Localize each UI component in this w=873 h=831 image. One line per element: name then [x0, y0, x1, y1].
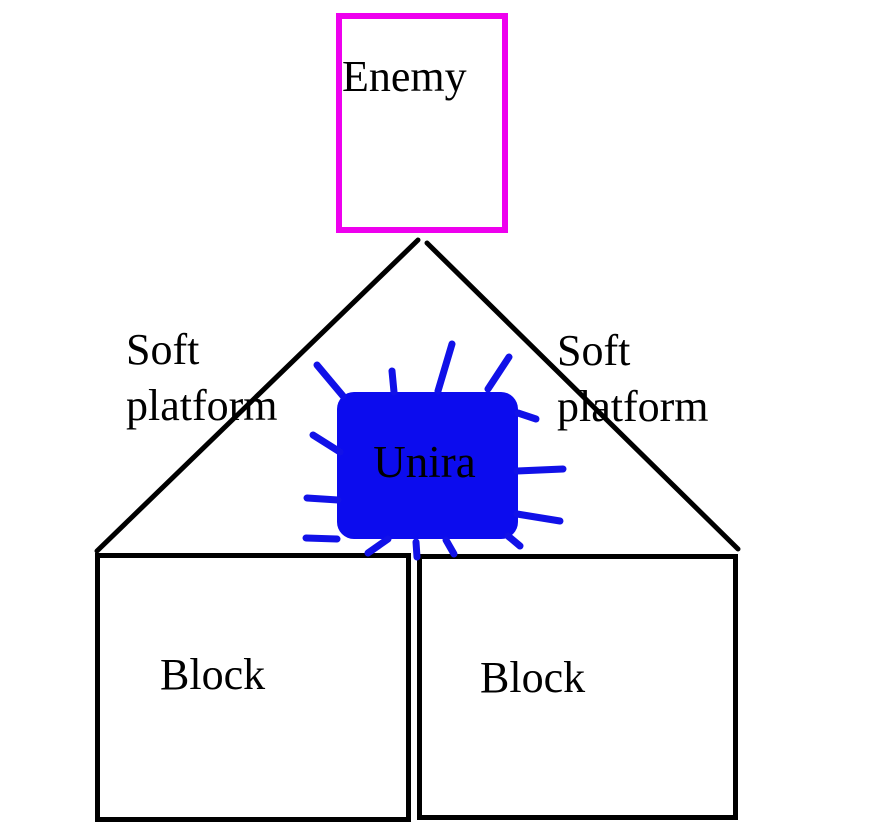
spike-line: [313, 361, 347, 400]
soft-platform-label-right: Soft platform: [557, 323, 709, 435]
soft-platform-left-line1: Soft: [126, 325, 200, 374]
spike-line: [514, 409, 540, 423]
spike-line: [513, 510, 564, 525]
spike-line: [364, 535, 392, 557]
spike-line: [309, 431, 344, 456]
unira-label: Unira: [373, 437, 476, 487]
spike-line: [504, 532, 524, 550]
spike-line: [442, 536, 458, 558]
enemy-label: Enemy: [342, 52, 467, 101]
unira-box: Unira: [337, 392, 518, 539]
spike-line: [302, 534, 341, 543]
spike-line: [303, 494, 342, 504]
spike-line: [434, 340, 456, 395]
soft-platform-left-line2: platform: [126, 381, 278, 430]
soft-platform-label-left: Soft platform: [126, 322, 278, 434]
block-box-left: Block: [95, 553, 411, 822]
block-box-right: Block: [417, 554, 738, 820]
spike-line: [513, 465, 567, 475]
block-left-label: Block: [160, 650, 266, 699]
spike-line: [484, 353, 513, 393]
block-right-label: Block: [480, 653, 586, 702]
enemy-box: Enemy: [336, 13, 508, 233]
soft-platform-right-line1: Soft: [557, 326, 631, 375]
spike-line: [388, 367, 398, 396]
soft-platform-right-line2: platform: [557, 382, 709, 431]
